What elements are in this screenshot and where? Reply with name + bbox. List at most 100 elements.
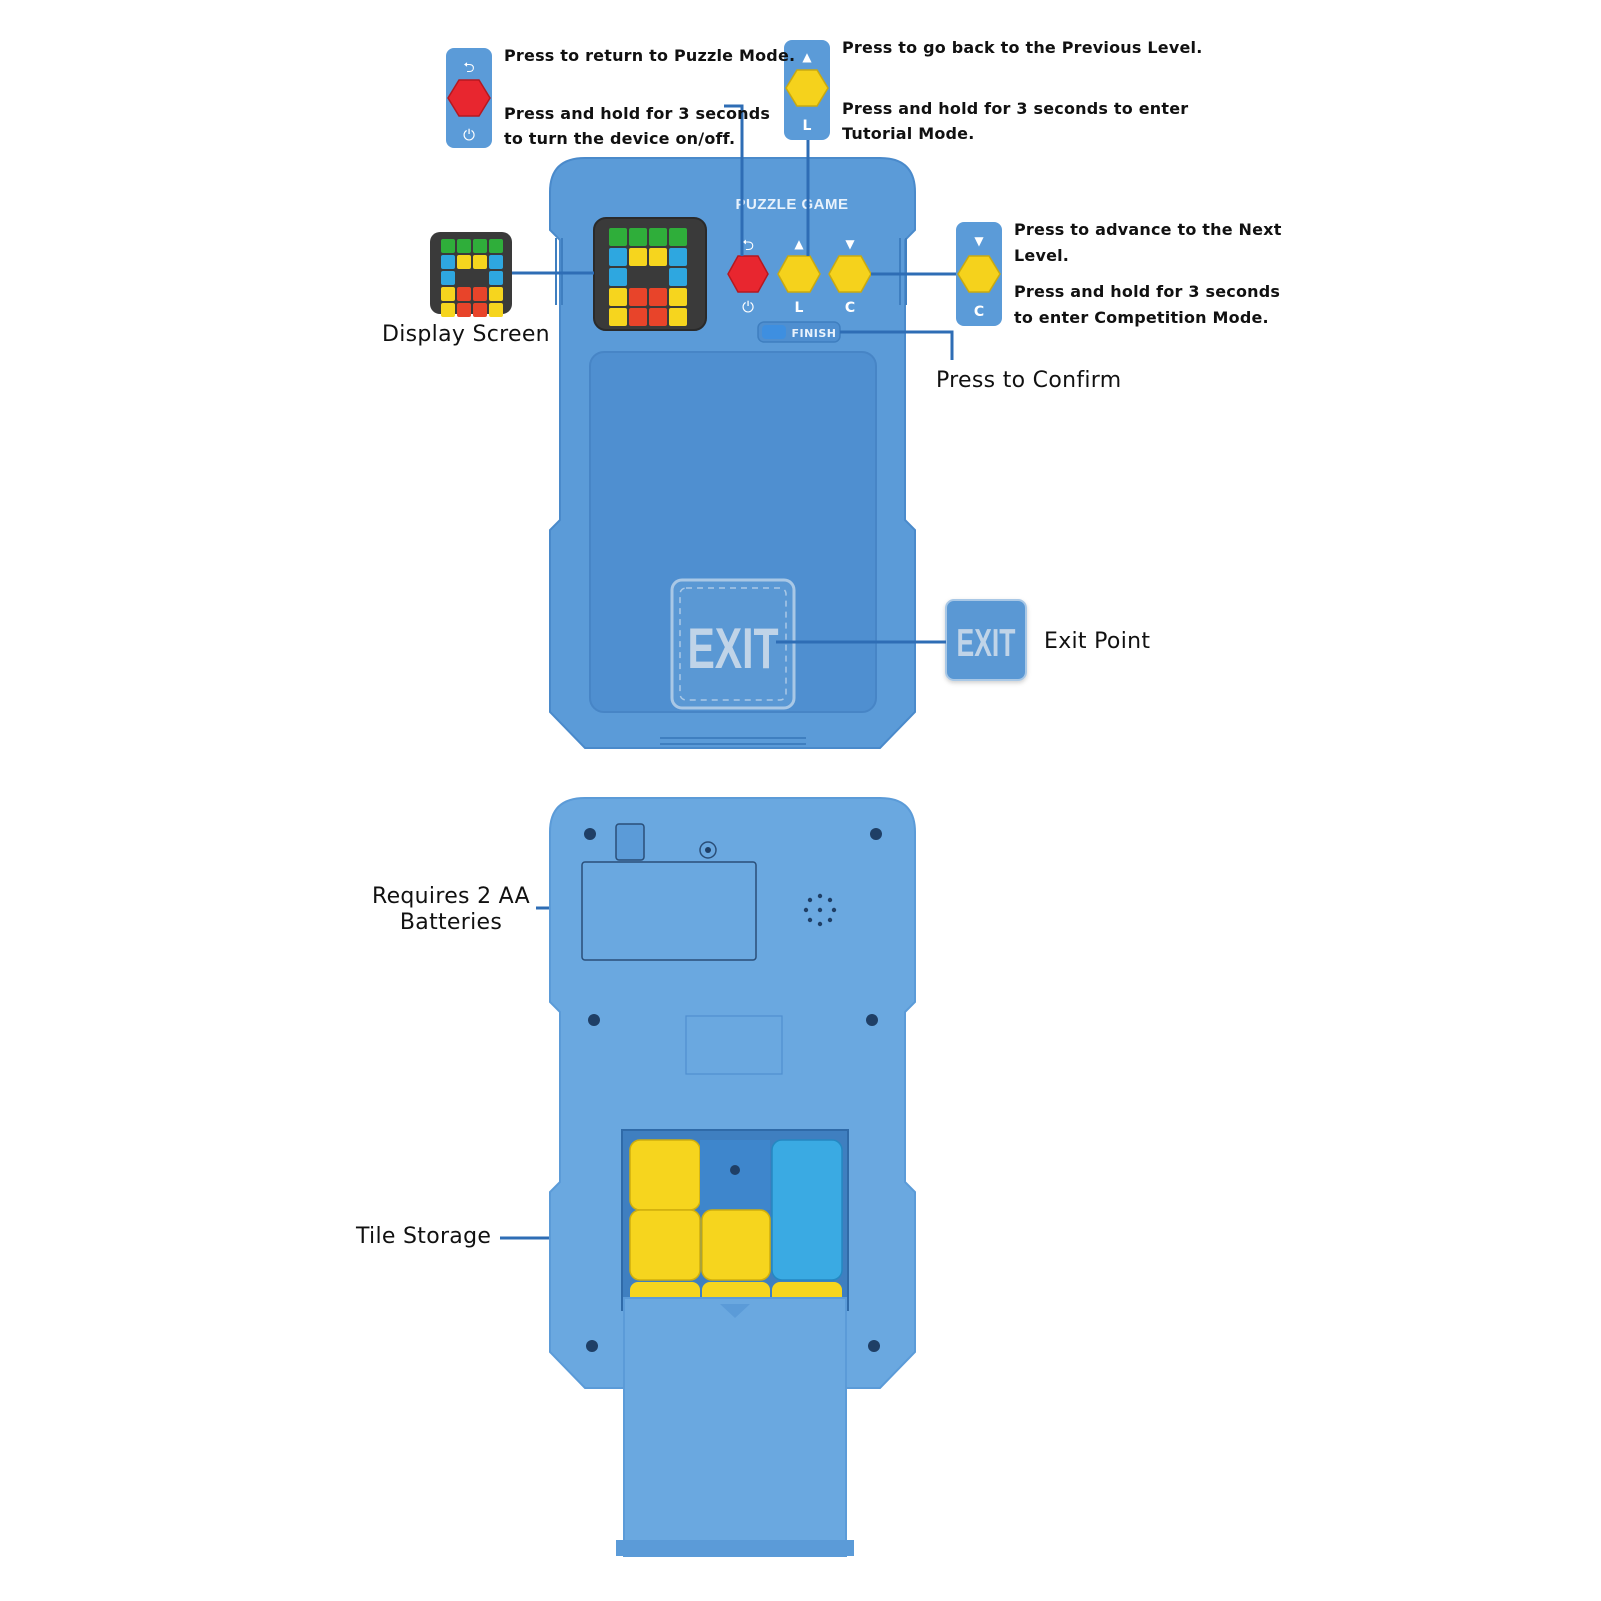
up-glyph: ▲ <box>794 237 804 251</box>
screen-cell-green <box>489 239 503 253</box>
exit-point-label: Exit Point <box>1044 629 1151 654</box>
device-logo: PUZZLE GAME <box>736 196 849 213</box>
screen-cell-green <box>649 228 667 246</box>
screen-cell-red <box>629 288 647 306</box>
battery-latch[interactable] <box>615 823 645 861</box>
confirm-label: Press to Confirm <box>936 368 1122 393</box>
screen-cell-red <box>649 308 667 326</box>
svg-text:EXIT: EXIT <box>957 622 1016 665</box>
screen-cell-blue <box>489 255 503 269</box>
red-button-text-2: Press and hold for 3 seconds <box>504 104 771 123</box>
screen-cell-red <box>457 303 471 317</box>
down-glyph: ▼ <box>845 237 855 251</box>
previous-button-text-3: Tutorial Mode. <box>842 124 975 143</box>
device-back <box>549 797 916 1557</box>
screen-cell-green <box>457 239 471 253</box>
competition-key-label: C <box>845 300 855 316</box>
tile-storage-drawer[interactable] <box>623 1297 847 1557</box>
previous-button-text-1: Press to go back to the Previous Level. <box>842 38 1203 57</box>
screen-cell-red <box>457 287 471 301</box>
tile-yellow-2[interactable] <box>629 1209 701 1281</box>
screen-cell-blue <box>669 268 687 286</box>
display-screen-callout-icon <box>430 232 512 317</box>
tile-yellow-1[interactable] <box>629 1139 701 1211</box>
drawer-lip <box>616 1540 854 1556</box>
screen-cell-blue <box>669 248 687 266</box>
leader-finish <box>840 330 954 360</box>
screen-cell-red <box>473 287 487 301</box>
red-button-text-1: Press to return to Puzzle Mode. <box>504 46 796 65</box>
next-button-text-3: Press and hold for 3 seconds <box>1014 282 1281 301</box>
tile-blue-long[interactable] <box>771 1139 843 1281</box>
screen-cell-red <box>473 303 487 317</box>
speaker-holes <box>803 893 837 927</box>
red-button-text-3: to turn the device on/off. <box>504 129 736 148</box>
leader-red-button <box>724 104 744 256</box>
screen-cell-green <box>473 239 487 253</box>
tile-storage-label: Tile Storage <box>356 1224 492 1249</box>
screen-cell-dark <box>649 268 667 286</box>
screen-cell-blue <box>609 268 627 286</box>
next-button-text-1: Press to advance to the Next <box>1014 220 1282 239</box>
next-level-button[interactable] <box>828 255 872 293</box>
screen-cell-yellow <box>649 248 667 266</box>
screen-cell-green <box>669 228 687 246</box>
finish-label: FINISH <box>791 327 836 340</box>
power-glyph: ⏻ <box>742 298 754 316</box>
red-power-button[interactable] <box>727 255 769 293</box>
screen-cell-blue <box>441 271 455 285</box>
screen-cell-green <box>441 239 455 253</box>
back-screws <box>584 828 882 1352</box>
exit-point-callout-icon: EXIT <box>945 599 1027 681</box>
screen-cell-yellow <box>489 287 503 301</box>
screen-cell-dark <box>473 271 487 285</box>
screen-cell-yellow <box>609 308 627 326</box>
screen-cell-yellow <box>473 255 487 269</box>
svg-text:C: C <box>974 304 984 320</box>
screen-cell-yellow <box>457 255 471 269</box>
screen-cell-blue <box>441 255 455 269</box>
bottom-vent <box>660 737 806 745</box>
previous-level-button[interactable] <box>777 255 821 293</box>
display-screen-tiles <box>609 228 687 326</box>
screen-cell-dark <box>457 271 471 285</box>
next-button-callout-icon: ▼ C <box>956 222 1002 326</box>
exit-zone <box>670 578 796 710</box>
svg-text:⮌: ⮌ <box>463 60 474 76</box>
screen-cell-yellow <box>609 288 627 306</box>
previous-button-callout-icon: ▲ L <box>784 40 830 140</box>
screen-cell-yellow <box>441 287 455 301</box>
screen-cell-yellow <box>441 303 455 317</box>
screen-cell-blue <box>489 271 503 285</box>
screen-cell-yellow <box>489 303 503 317</box>
red-button-callout-icon: ⮌ ⏻ <box>446 48 492 148</box>
finish-button-knob <box>762 325 786 339</box>
display-screen-label: Display Screen <box>382 322 550 347</box>
batteries-label-1: Requires 2 AA <box>371 884 530 909</box>
screen-cell-yellow <box>629 248 647 266</box>
screen-cell-blue <box>609 248 627 266</box>
label-area <box>685 1015 783 1075</box>
screen-cell-green <box>609 228 627 246</box>
device-front: PUZZLE GAME ⮌ ⏻ ▲ L ▼ C FINISH EXIT <box>549 157 916 749</box>
next-button-text-2: Level. <box>1014 246 1070 265</box>
batteries-label-2: Batteries <box>399 910 503 935</box>
next-button-text-4: to enter Competition Mode. <box>1014 308 1269 327</box>
back-glyph: ⮌ <box>742 236 754 254</box>
screen-cell-dark <box>629 268 647 286</box>
screen-cell-green <box>629 228 647 246</box>
svg-text:▼: ▼ <box>974 234 984 248</box>
exit-label: EXIT <box>687 616 778 680</box>
tile-yellow-3[interactable] <box>701 1209 771 1281</box>
previous-button-text-2: Press and hold for 3 seconds to enter <box>842 99 1189 118</box>
battery-cover[interactable] <box>581 861 757 961</box>
screen-cell-red <box>649 288 667 306</box>
level-key-label: L <box>795 300 804 316</box>
screen-cell-yellow <box>669 308 687 326</box>
screen-cell-red <box>629 308 647 326</box>
svg-text:▲: ▲ <box>802 50 812 64</box>
svg-text:L: L <box>803 118 812 134</box>
play-tray <box>589 351 877 713</box>
exit-zone-dashes <box>679 587 787 701</box>
